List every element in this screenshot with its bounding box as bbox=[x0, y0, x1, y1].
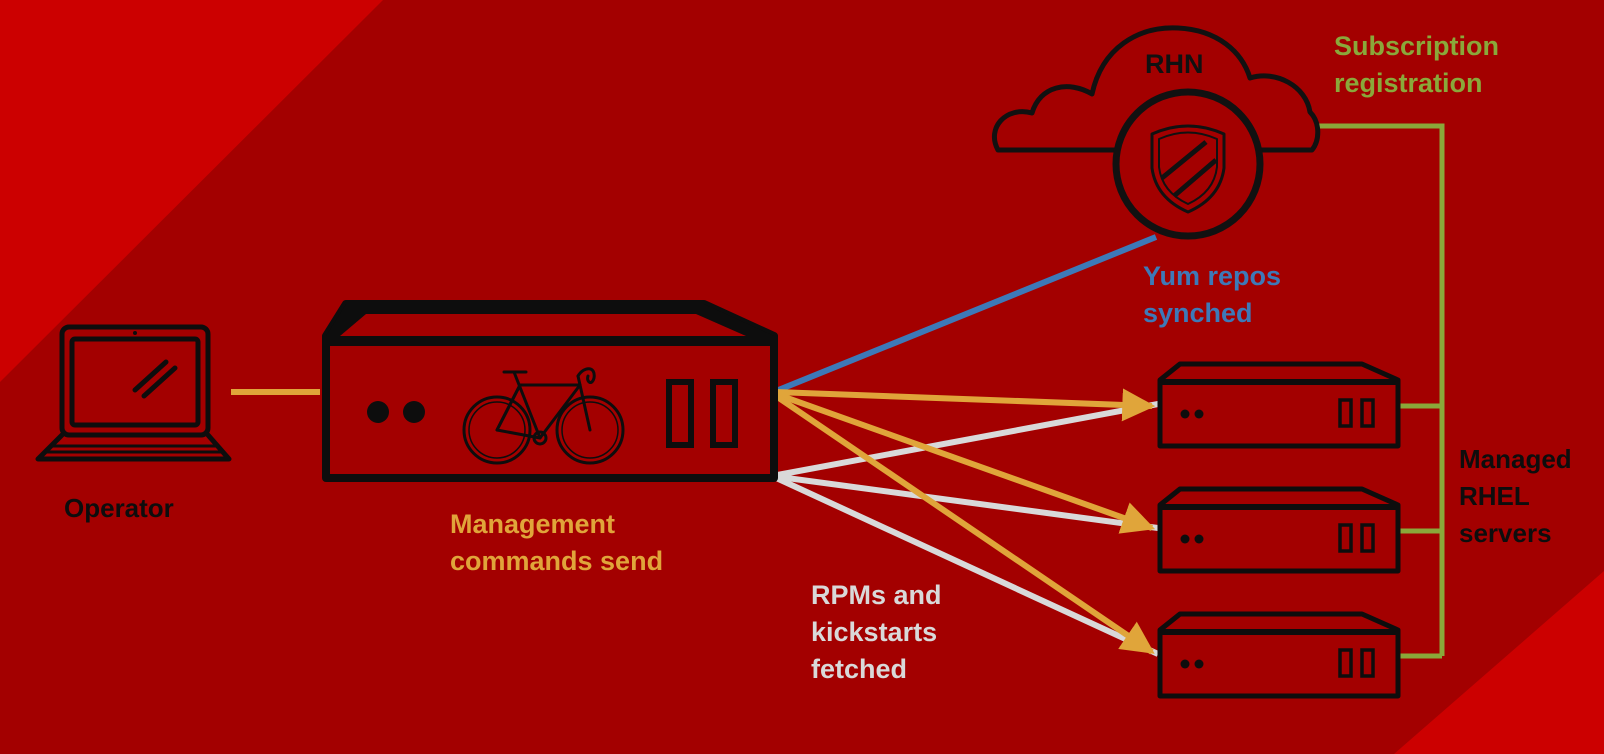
management-arrows bbox=[774, 388, 1156, 655]
managed-label-line1: Managed bbox=[1459, 444, 1572, 474]
satellite-led-1 bbox=[367, 401, 389, 423]
management-label-line1: Management bbox=[450, 509, 615, 539]
rpm-line-server-1 bbox=[771, 401, 1159, 479]
rpms-label-line3: fetched bbox=[811, 654, 907, 684]
subscription-lines bbox=[1316, 123, 1445, 659]
bicycle-icon bbox=[462, 367, 625, 465]
managed-server-3-drive-2 bbox=[1360, 648, 1375, 678]
rhn-cloud bbox=[991, 25, 1321, 240]
management-label-line2: commands send bbox=[450, 546, 663, 576]
yum-label-line2: synched bbox=[1143, 298, 1253, 328]
managed-server-1-drive-1 bbox=[1338, 398, 1353, 428]
yum-sync-line bbox=[774, 234, 1158, 394]
managed-server-1-led-2 bbox=[1194, 409, 1204, 419]
managed-server-1 bbox=[1157, 361, 1401, 449]
yum-label-line1: Yum repos bbox=[1143, 261, 1281, 291]
satellite-server bbox=[322, 300, 778, 482]
subscription-bus bbox=[1316, 123, 1445, 656]
managed-label-line2: RHEL bbox=[1459, 481, 1530, 511]
managed-server-2-drive-1 bbox=[1338, 523, 1353, 553]
managed-server-1-drive-2 bbox=[1360, 398, 1375, 428]
managed-server-2-led-1 bbox=[1180, 534, 1190, 544]
managed-server-3-led-1 bbox=[1180, 659, 1190, 669]
managed-server-2-drive-2 bbox=[1360, 523, 1375, 553]
subscription-label-line1: Subscription bbox=[1334, 31, 1499, 61]
corner-stripe-bottom-right bbox=[1394, 571, 1604, 754]
rhn-circle bbox=[1112, 88, 1264, 240]
mgmt-arrow-server-1 bbox=[775, 388, 1156, 422]
laptop-icon bbox=[35, 324, 232, 462]
managed-label-line3: servers bbox=[1459, 518, 1552, 548]
satellite-drive-bay-1 bbox=[666, 379, 694, 448]
mgmt-arrow-server-2 bbox=[774, 391, 1156, 534]
rpm-line-server-2 bbox=[771, 473, 1159, 531]
managed-server-3 bbox=[1157, 611, 1401, 699]
managed-server-1-led-1 bbox=[1180, 409, 1190, 419]
satellite-led-2 bbox=[403, 401, 425, 423]
managed-server-2 bbox=[1157, 486, 1401, 574]
shield-icon bbox=[1150, 124, 1226, 214]
cloud-icon bbox=[991, 25, 1321, 153]
operator-label: Operator bbox=[64, 493, 174, 523]
satellite-server-band bbox=[326, 336, 774, 346]
rpms-label-line2: kickstarts bbox=[811, 617, 937, 647]
rpm-fetch-lines bbox=[770, 401, 1160, 657]
rhn-label: RHN bbox=[1145, 49, 1204, 79]
managed-server-2-led-2 bbox=[1194, 534, 1204, 544]
subscription-label-line2: registration bbox=[1334, 68, 1483, 98]
corner-stripe-top-left bbox=[0, 0, 383, 382]
managed-server-3-drive-1 bbox=[1338, 648, 1353, 678]
rpms-label-line1: RPMs and bbox=[811, 580, 942, 610]
satellite-server-top-face bbox=[340, 314, 746, 336]
mgmt-arrow-server-3 bbox=[774, 393, 1155, 655]
rpm-line-server-3 bbox=[770, 473, 1160, 657]
managed-server-3-led-2 bbox=[1194, 659, 1204, 669]
satellite-drive-bay-2 bbox=[710, 379, 738, 448]
